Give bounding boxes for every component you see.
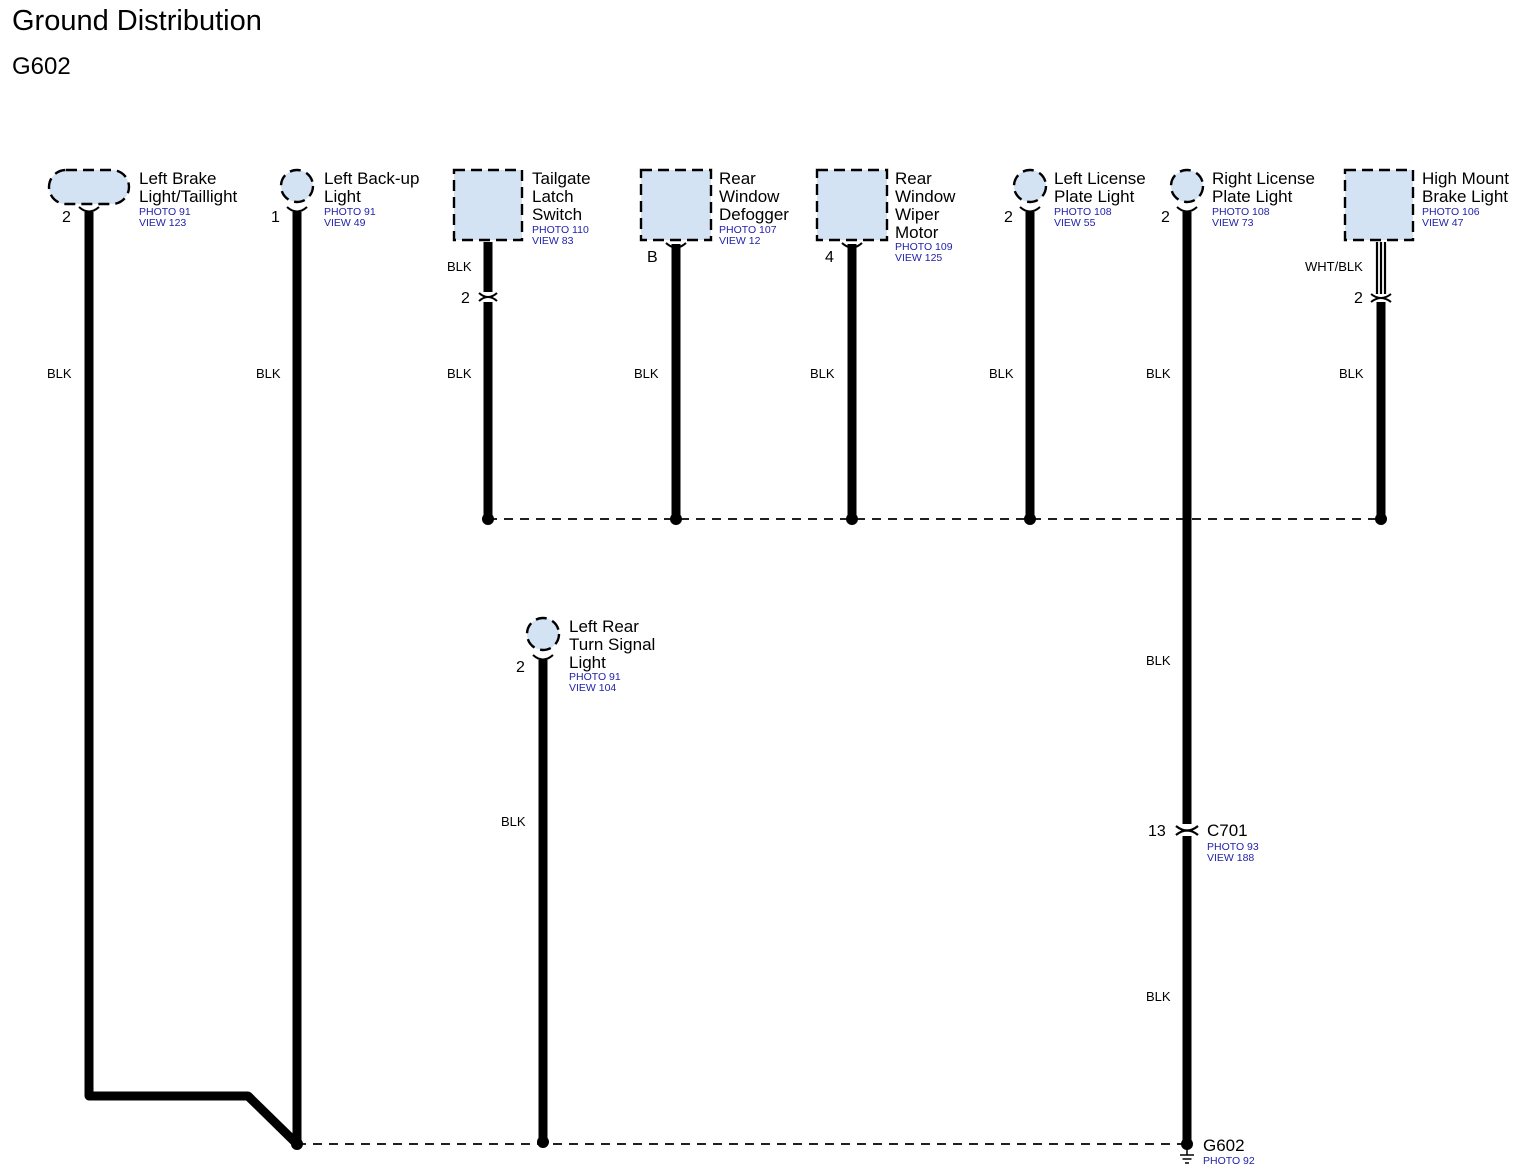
page-title: Ground Distribution (12, 5, 262, 37)
bulb-icon (1012, 168, 1048, 204)
wire-color-label: BLK (447, 366, 472, 381)
page-subtitle: G602 (12, 53, 71, 80)
pin-number: 1 (271, 209, 280, 226)
bulb-icon (279, 168, 315, 204)
wire-color-label: BLK (1146, 653, 1171, 668)
wire-color-label: BLK (256, 366, 281, 381)
pin-number: 4 (825, 249, 834, 266)
wire-color-label: BLK (1339, 366, 1364, 381)
module-box-icon (815, 168, 889, 242)
pin-number: 2 (1004, 209, 1013, 226)
wire-color-label: BLK (1146, 366, 1171, 381)
pin-number: B (647, 249, 658, 266)
ground-ref: PHOTO 92 (1203, 1155, 1255, 1167)
ground-icon (1180, 1150, 1194, 1164)
splice-node (482, 513, 494, 525)
splice-node (846, 513, 858, 525)
connector-c701-symbol (1175, 825, 1199, 836)
wire-color-label: BLK (810, 366, 835, 381)
wire-color-label: BLK (47, 366, 72, 381)
splice-node (1375, 513, 1387, 525)
bulb-icon (525, 616, 561, 652)
splice-node (537, 1136, 549, 1148)
ground-name: G602 (1203, 1136, 1245, 1155)
splice-node (1024, 513, 1036, 525)
module-box-icon (639, 168, 713, 242)
wire-color-label: BLK (501, 814, 526, 829)
inline-connector-tailgate (478, 292, 498, 302)
pin-number: 2 (516, 659, 525, 676)
module-box-icon (452, 168, 524, 242)
wire-color-label: BLK (1146, 989, 1171, 1004)
inline-connector-high-mount (1370, 293, 1392, 303)
bulb-icon (1169, 168, 1205, 204)
inline-pin-high-mount: 2 (1354, 290, 1363, 307)
pin-number: 2 (62, 209, 71, 226)
module-box-icon (1343, 168, 1415, 242)
wire-color-label: BLK (447, 259, 472, 274)
splice-node (291, 1138, 303, 1150)
ground-node (1181, 1138, 1193, 1150)
c701-pin: 13 (1148, 823, 1166, 840)
inline-pin-tailgate: 2 (461, 290, 470, 307)
splice-node (670, 513, 682, 525)
wire-color-label: BLK (634, 366, 659, 381)
wire-high-mount-wht-blk (1375, 242, 1387, 294)
wire-color-label: BLK (989, 366, 1014, 381)
wire-left-brake-light (84, 212, 301, 1148)
c701-name: C701 (1207, 821, 1248, 840)
oval-lamp-icon (47, 168, 131, 206)
pin-number: 2 (1161, 209, 1170, 226)
ground-g602[interactable]: G602 PHOTO 92 (1180, 1136, 1255, 1167)
wire-color-label: WHT/BLK (1305, 259, 1363, 274)
